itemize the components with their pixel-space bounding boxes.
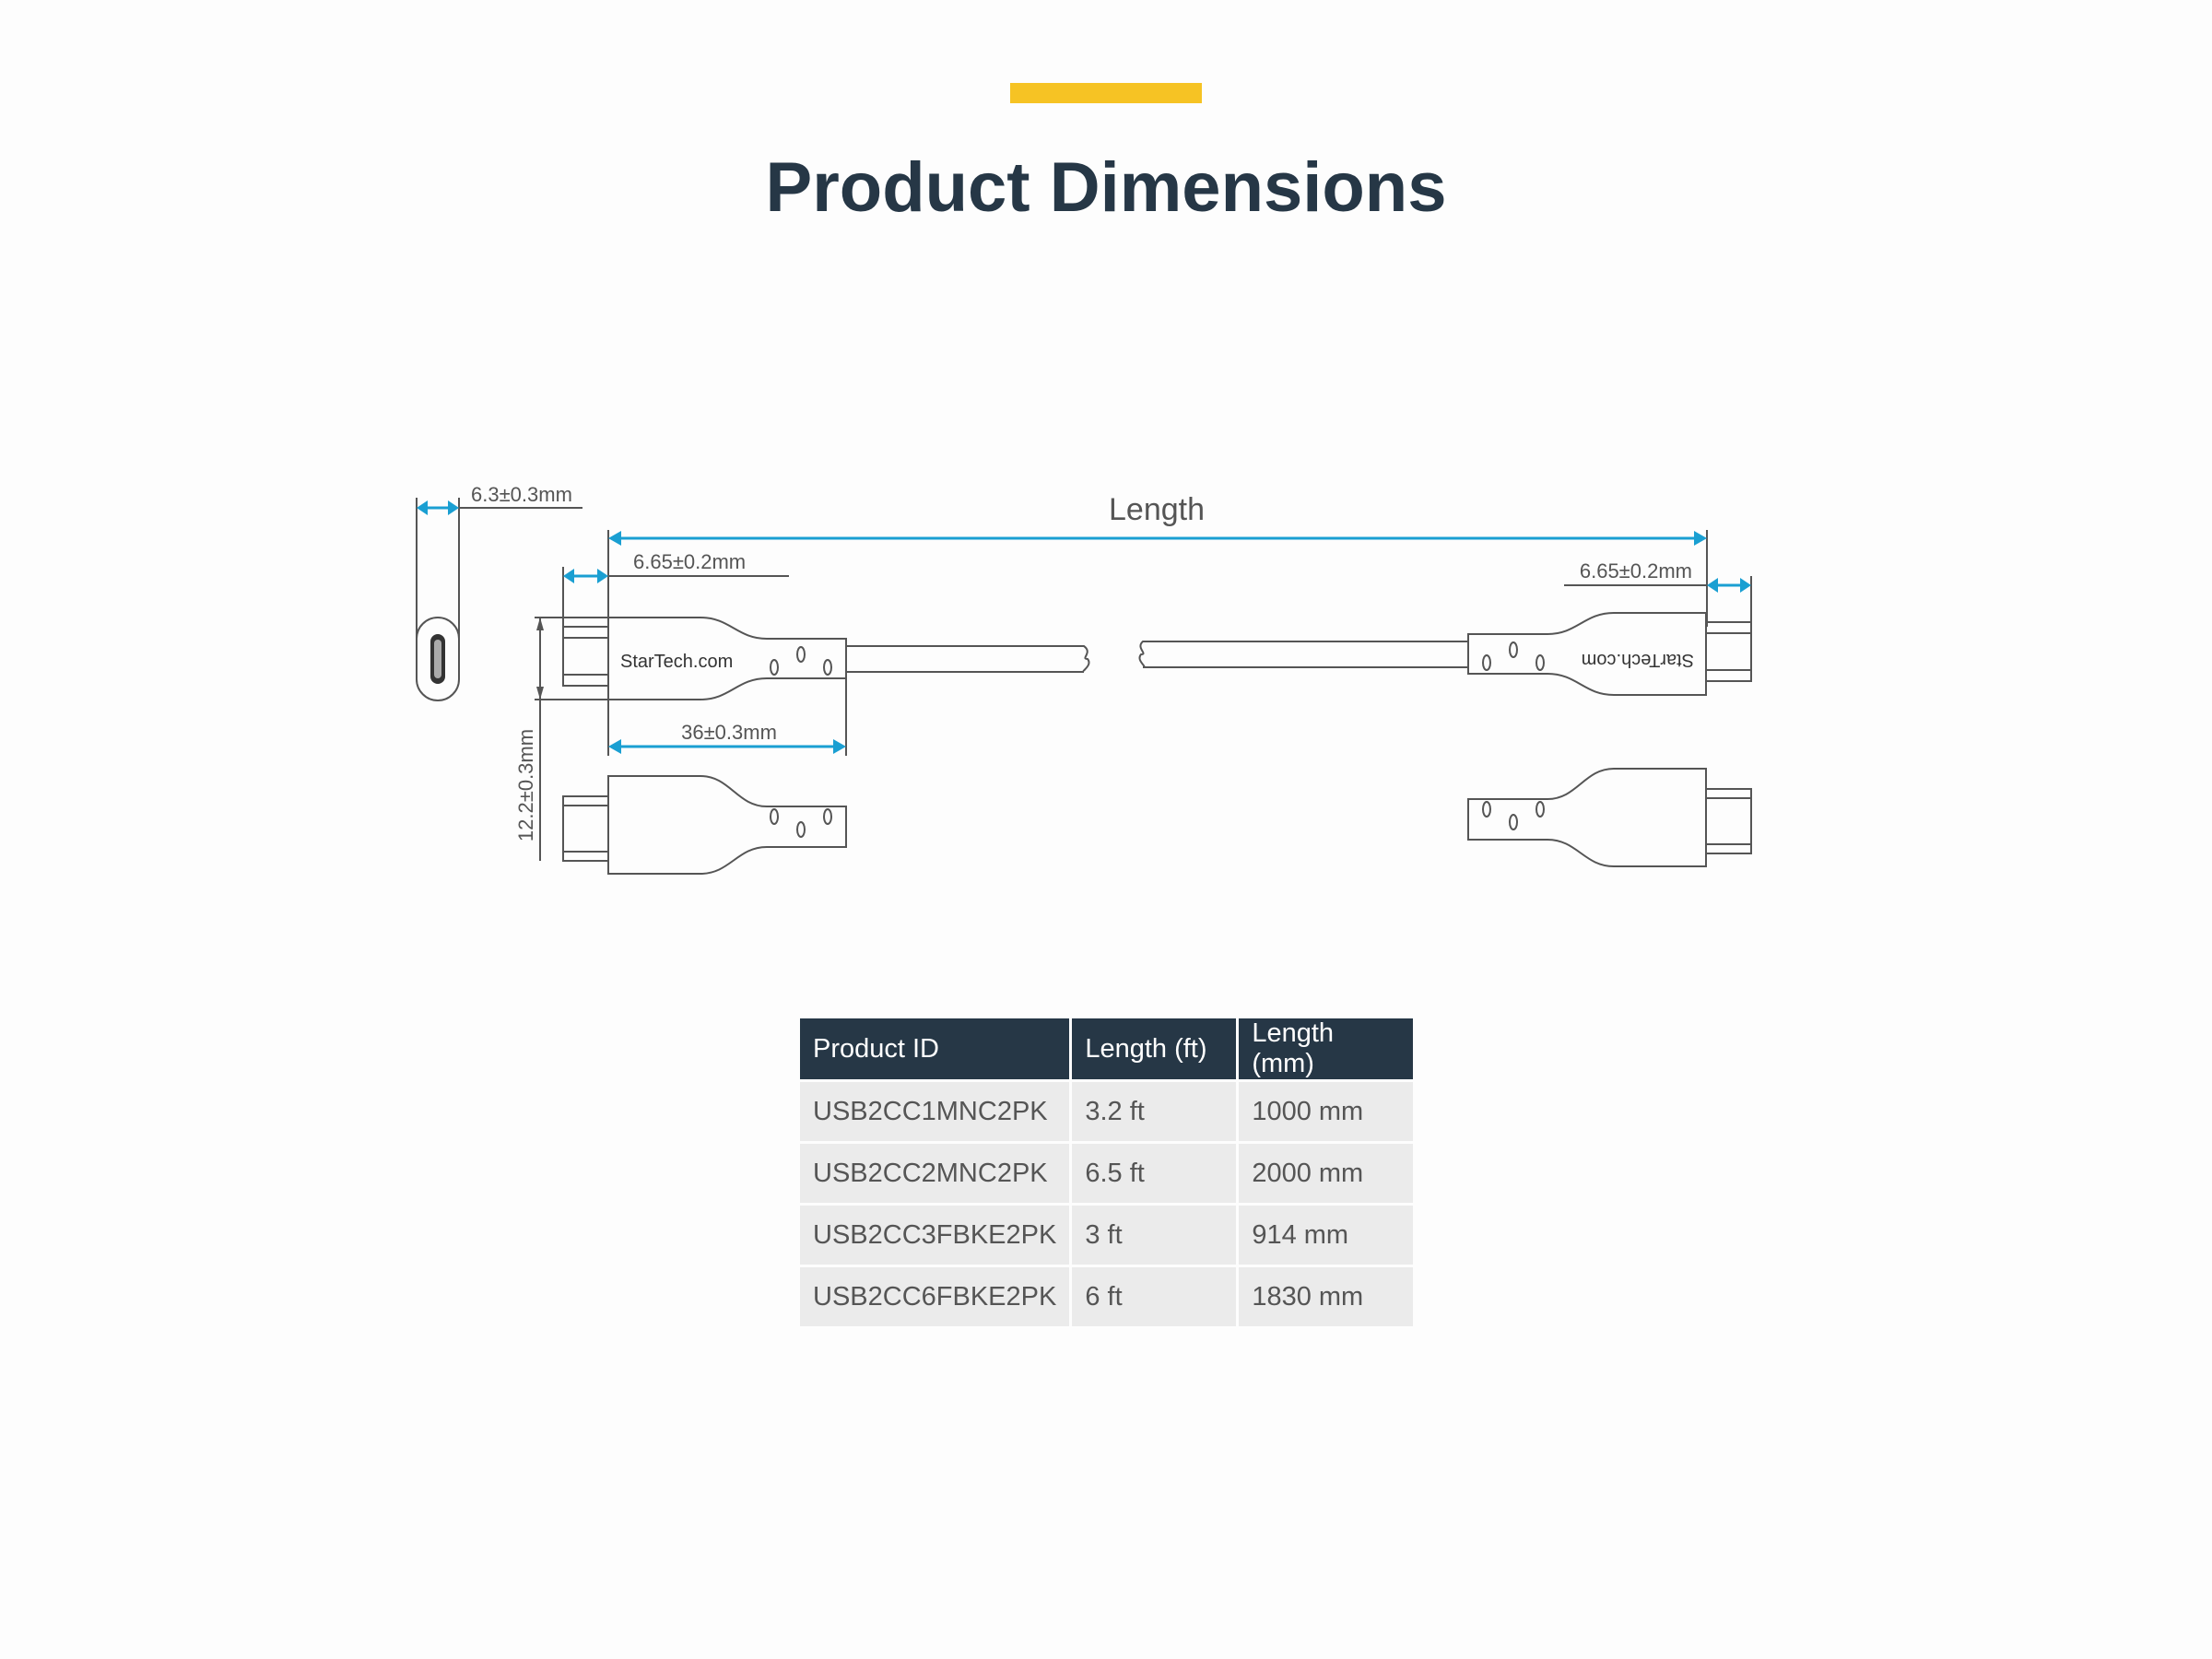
header-product-id: Product ID	[800, 1018, 1070, 1079]
length-ft-cell: 3.2 ft	[1072, 1082, 1237, 1141]
left-tip-dimension: 6.65±0.2mm	[562, 550, 789, 627]
side-width-label: 6.3±0.3mm	[471, 483, 572, 506]
length-label: Length	[1109, 492, 1205, 527]
length-mm-cell: 1830 mm	[1239, 1267, 1413, 1326]
length-ft-cell: 3 ft	[1072, 1206, 1237, 1265]
right-connector-bottom	[1467, 768, 1752, 867]
product-id-cell: USB2CC6FBKE2PK	[800, 1267, 1070, 1326]
length-ft-cell: 6 ft	[1072, 1267, 1237, 1326]
left-tip-label: 6.65±0.2mm	[633, 550, 746, 573]
product-length-table: Product ID Length (ft) Length (mm) USB2C…	[797, 1016, 1416, 1329]
table-row: USB2CC1MNC2PK 3.2 ft 1000 mm	[800, 1082, 1413, 1141]
table-row: USB2CC3FBKE2PK 3 ft 914 mm	[800, 1206, 1413, 1265]
product-id-cell: USB2CC2MNC2PK	[800, 1144, 1070, 1203]
brand-label: StarTech.com	[620, 652, 733, 672]
brand-label-rotated: StarTech.com	[1582, 650, 1694, 670]
accent-bar	[1010, 83, 1202, 103]
length-mm-cell: 2000 mm	[1239, 1144, 1413, 1203]
right-tip-label: 6.65±0.2mm	[1580, 559, 1692, 582]
left-connector-bottom	[562, 775, 847, 875]
connector-length-dimension: 36±0.3mm	[607, 678, 847, 756]
product-id-cell: USB2CC1MNC2PK	[800, 1082, 1070, 1141]
left-connector-top: StarTech.com	[562, 617, 1090, 700]
connector-end-view	[416, 498, 460, 701]
length-mm-cell: 1000 mm	[1239, 1082, 1413, 1141]
page-title: Product Dimensions	[765, 148, 1447, 227]
length-dimension: Length	[607, 492, 1708, 627]
header-length-ft: Length (ft)	[1072, 1018, 1237, 1079]
side-width-dimension: 6.3±0.3mm	[417, 483, 582, 515]
right-tip-dimension: 6.65±0.2mm	[1564, 559, 1752, 636]
connector-height-label: 12.2±0.3mm	[514, 729, 537, 841]
product-id-cell: USB2CC3FBKE2PK	[800, 1206, 1070, 1265]
header-length-mm: Length (mm)	[1239, 1018, 1413, 1079]
connector-height-dimension: 12.2±0.3mm	[514, 617, 608, 861]
length-mm-cell: 914 mm	[1239, 1206, 1413, 1265]
table-header-row: Product ID Length (ft) Length (mm)	[800, 1018, 1413, 1079]
right-connector-top: StarTech.com	[1138, 612, 1752, 696]
connector-length-label: 36±0.3mm	[681, 721, 777, 744]
length-ft-cell: 6.5 ft	[1072, 1144, 1237, 1203]
table-row: USB2CC6FBKE2PK 6 ft 1830 mm	[800, 1267, 1413, 1326]
table-row: USB2CC2MNC2PK 6.5 ft 2000 mm	[800, 1144, 1413, 1203]
